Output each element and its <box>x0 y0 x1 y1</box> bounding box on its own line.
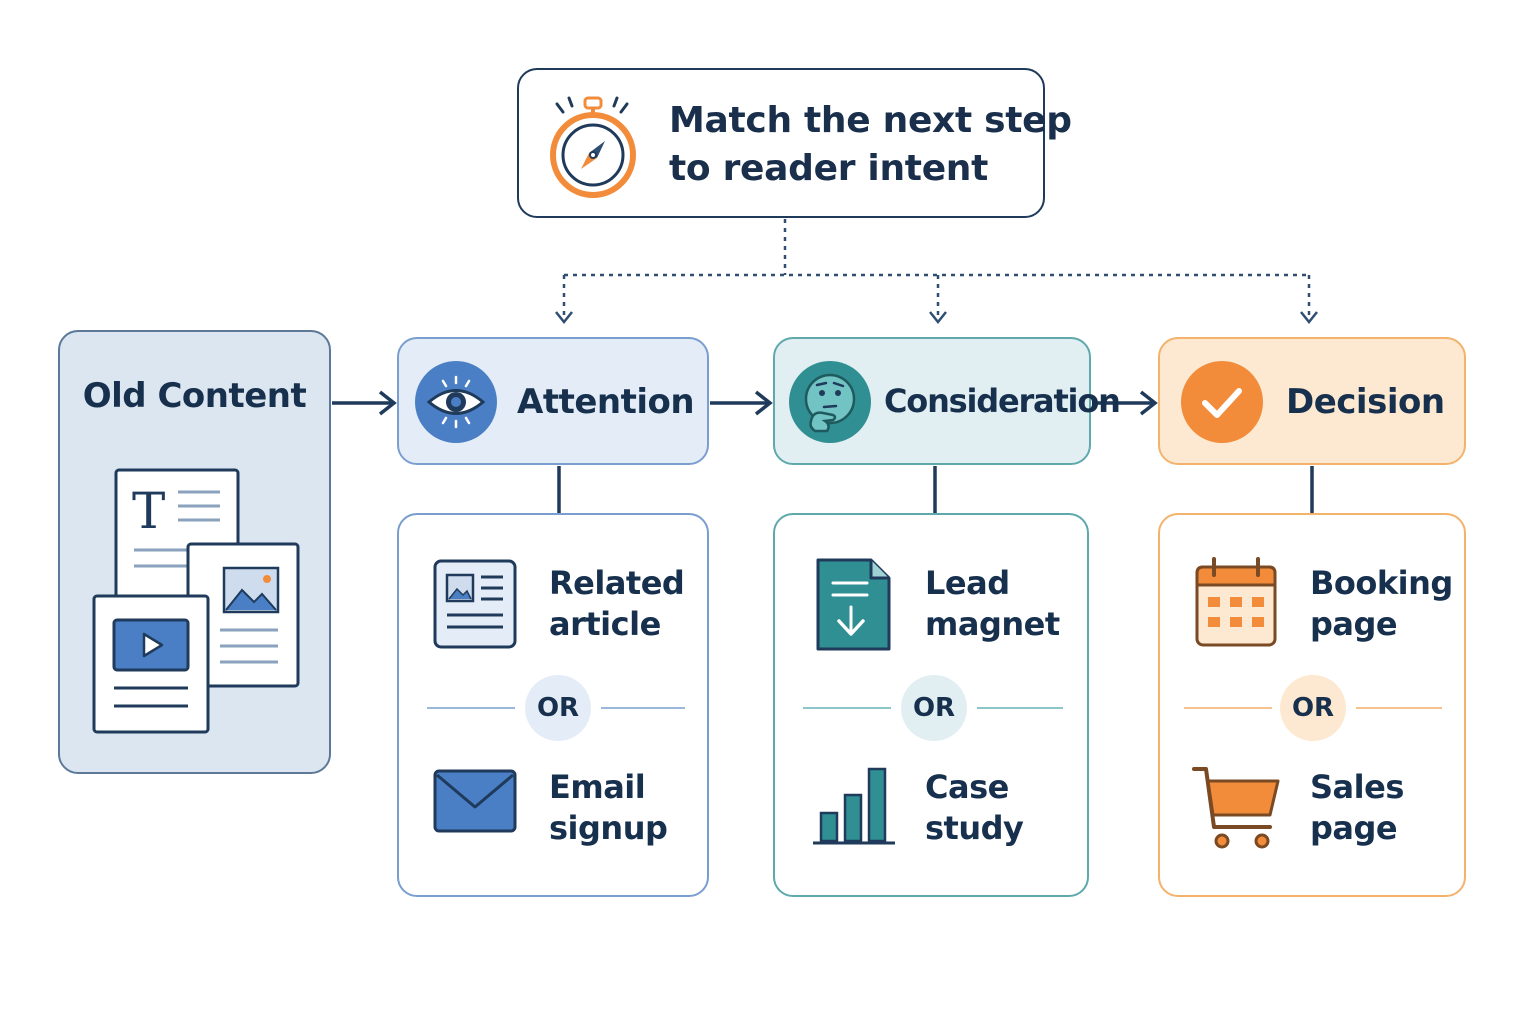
option-line: Related <box>549 564 685 602</box>
stage-decision: Decision <box>1158 337 1466 465</box>
option-related-article: Related article <box>549 563 709 645</box>
old-content-box: Old Content T <box>58 330 331 774</box>
dotted-branch-connector <box>555 219 1318 325</box>
shopping-cart-icon <box>1192 767 1280 849</box>
bar-chart-icon <box>813 767 895 845</box>
stopwatch-compass-icon <box>550 96 636 198</box>
download-document-icon <box>816 558 891 651</box>
or-divider-right <box>601 707 685 709</box>
thinking-face-icon <box>789 361 871 443</box>
title-line-2: to reader intent <box>669 148 989 189</box>
or-badge: OR <box>901 675 967 741</box>
options-attention: Related article OR Email signup <box>397 513 709 897</box>
content-documents-icon: T <box>92 468 300 734</box>
envelope-icon <box>433 769 517 833</box>
or-divider-left <box>427 707 515 709</box>
option-line: study <box>925 809 1024 847</box>
or-divider-right <box>977 707 1063 709</box>
option-lead-magnet: Lead magnet <box>925 563 1085 645</box>
title-line-1: Match the next step <box>669 100 1072 141</box>
or-divider-left <box>803 707 891 709</box>
option-email-signup: Email signup <box>549 767 709 849</box>
stage-attention: Attention <box>397 337 709 465</box>
option-line: article <box>549 605 661 643</box>
old-content-label: Old Content <box>82 376 307 416</box>
or-divider-left <box>1184 707 1272 709</box>
option-booking-page: Booking page <box>1310 563 1470 645</box>
flow-arrows <box>332 390 1158 416</box>
option-line: Booking <box>1310 564 1453 602</box>
option-line: page <box>1310 605 1398 643</box>
option-line: signup <box>549 809 668 847</box>
or-badge: OR <box>1280 675 1346 741</box>
option-line: Sales <box>1310 768 1404 806</box>
option-line: Lead <box>925 564 1010 602</box>
option-line: magnet <box>925 605 1060 643</box>
option-line: page <box>1310 809 1398 847</box>
option-line: Email <box>549 768 646 806</box>
checkmark-icon <box>1181 361 1263 443</box>
stage-stems <box>557 466 1314 513</box>
stage-consideration: Consideration <box>773 337 1121 465</box>
eye-icon <box>415 361 497 443</box>
or-divider-right <box>1356 707 1442 709</box>
title-box: Match the next step to reader intent <box>517 68 1072 218</box>
svg-text:T: T <box>132 482 165 540</box>
option-sales-page: Sales page <box>1310 767 1470 849</box>
calendar-icon <box>1195 557 1277 647</box>
or-badge: OR <box>525 675 591 741</box>
article-icon <box>433 559 517 649</box>
option-line: Case <box>925 768 1009 806</box>
stage-label-consideration: Consideration <box>884 382 1121 420</box>
option-case-study: Case study <box>925 767 1085 849</box>
options-decision: Booking page OR Sales page <box>1158 513 1466 897</box>
stage-label-decision: Decision <box>1286 382 1445 422</box>
stage-label-attention: Attention <box>517 382 695 422</box>
options-consideration: Lead magnet OR Case study <box>773 513 1089 897</box>
